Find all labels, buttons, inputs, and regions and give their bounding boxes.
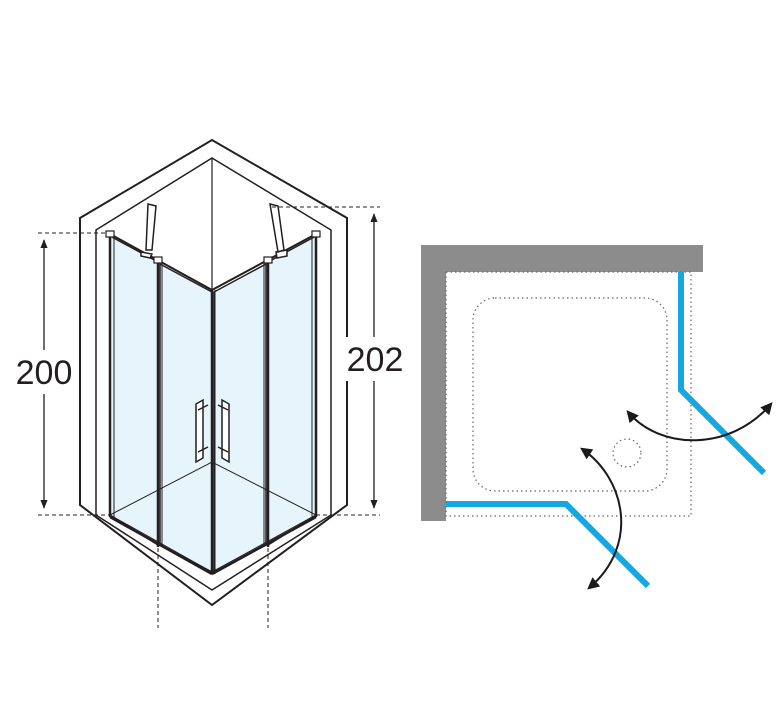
plan-view — [421, 245, 773, 590]
stabilizer-bar-right — [269, 202, 288, 259]
door-profiles — [108, 234, 318, 574]
door-handle-right — [217, 398, 230, 464]
plan-glass-side — [678, 272, 767, 476]
plan-wall — [421, 245, 703, 521]
dimension-label-right: 202 — [347, 341, 404, 379]
door-handle-left — [195, 398, 209, 464]
glass-right-fixed — [267, 234, 317, 547]
dimension-lines — [38, 206, 380, 628]
plan-glass-front — [446, 501, 651, 589]
plan-tray-outline — [445, 271, 692, 517]
dimension-label-left: 200 — [16, 354, 73, 392]
drain-icon — [612, 438, 642, 468]
glass-left-door — [159, 262, 213, 574]
swing-arrow-front — [580, 447, 623, 590]
bottom-rail-left — [109, 515, 213, 576]
plan-basin-outline — [472, 297, 668, 492]
bottom-rail-right — [211, 515, 317, 576]
glass-left-fixed — [109, 234, 159, 547]
isometric-view — [79, 138, 348, 607]
swing-arrow-side — [626, 402, 773, 442]
stabilizer-bar-left — [140, 203, 157, 259]
